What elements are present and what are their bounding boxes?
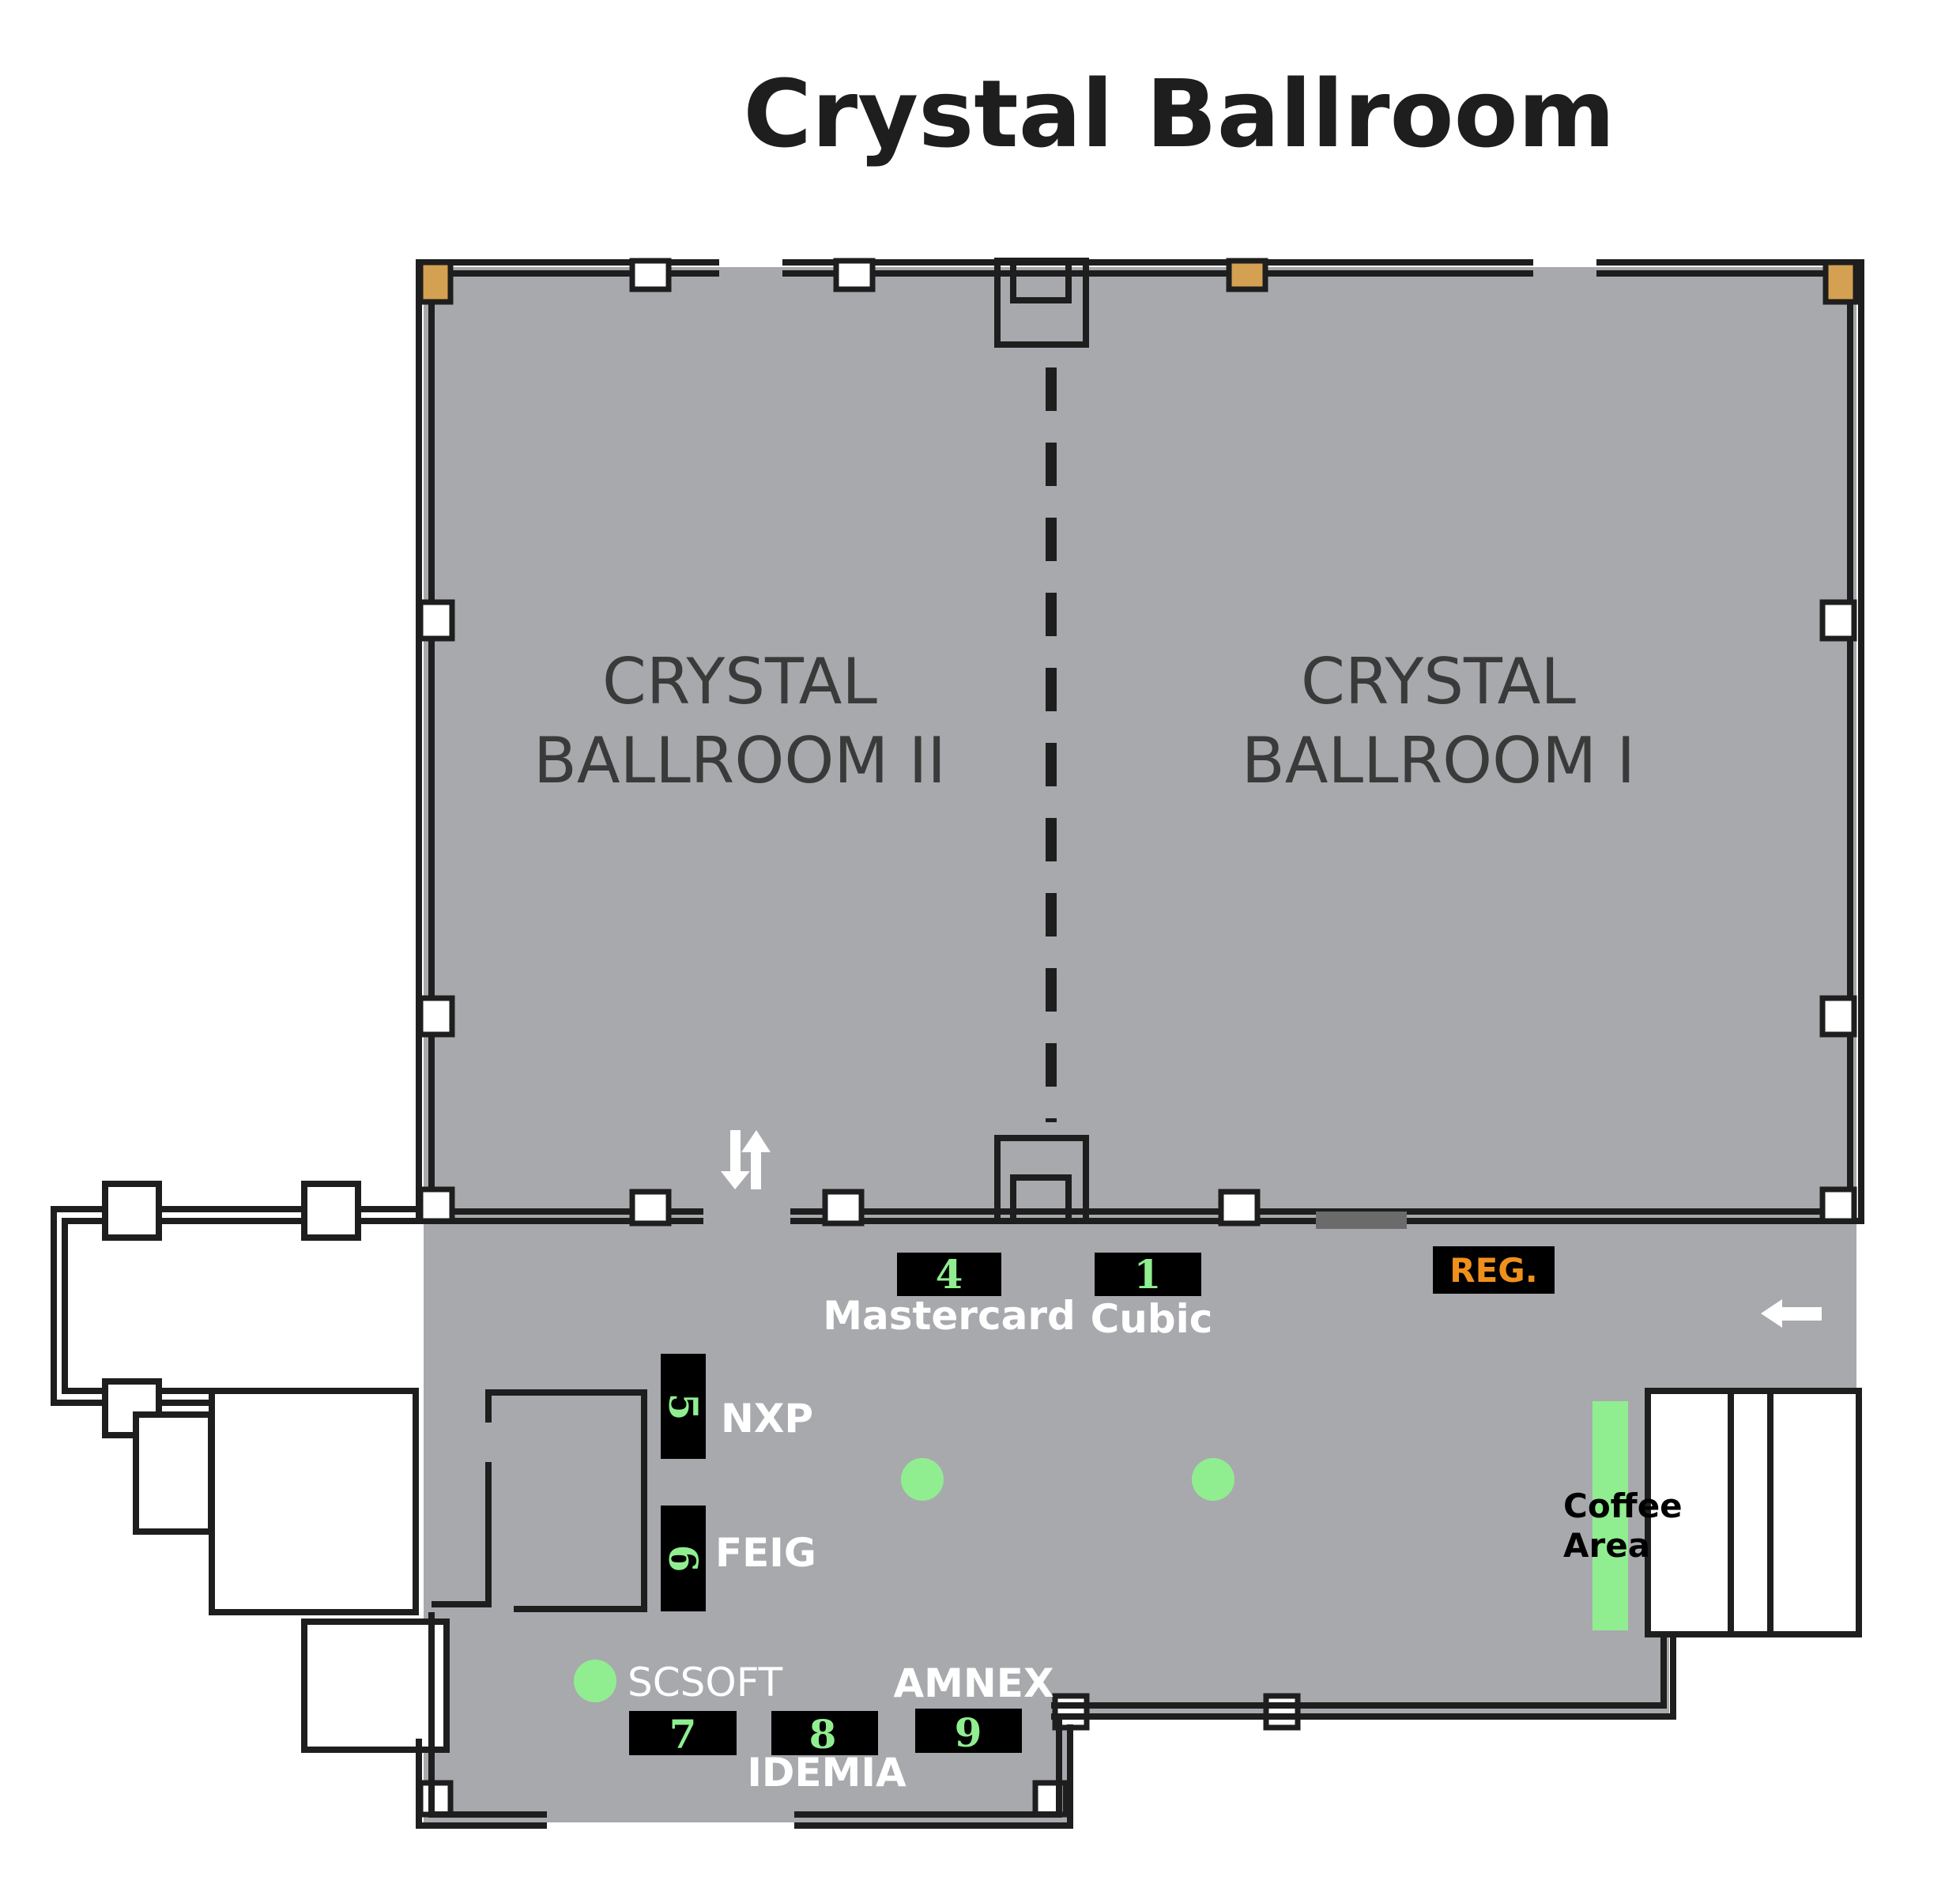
booth-number: 9 <box>955 1709 982 1756</box>
exhibitor-label: NXP <box>721 1396 813 1441</box>
up-down-arrows-icon <box>721 1130 771 1189</box>
booth-4[interactable]: 4 Mastercard <box>823 1251 1076 1339</box>
booth-number: 4 <box>936 1251 963 1298</box>
map-title: Crystal Ballroom <box>743 59 1615 168</box>
south-walls <box>416 1612 1676 1829</box>
booth-7[interactable]: 7 SCSOFT <box>628 1660 783 1758</box>
room-ballroom-i[interactable]: CRYSTAL BALLROOM I <box>1242 645 1635 797</box>
coffee-area[interactable]: Coffee Area <box>1563 1401 1683 1630</box>
exhibitor-label: SCSOFT <box>628 1660 783 1705</box>
ballroom-i-label-line2: BALLROOM I <box>1242 724 1635 797</box>
exhibitor-label: Cubic <box>1091 1296 1213 1342</box>
booth-9[interactable]: 9 AMNEX <box>893 1660 1054 1756</box>
service-rooms <box>1645 1388 1862 1637</box>
booth-number: 8 <box>809 1711 837 1758</box>
exhibitor-label: IDEMIA <box>747 1750 906 1796</box>
booth-5[interactable]: 5 NXP <box>660 1354 813 1459</box>
exhibitor-label: FEIG <box>715 1530 816 1576</box>
booth-1[interactable]: 1 Cubic <box>1091 1251 1213 1342</box>
exhibitor-label: Mastercard <box>823 1293 1076 1339</box>
west-corridor <box>51 1181 647 1753</box>
ballroom-i-label-line1: CRYSTAL <box>1301 645 1576 718</box>
booth-6[interactable]: 6 FEIG <box>660 1506 816 1611</box>
ballroom-walls <box>416 258 1864 1224</box>
booth-number: 6 <box>660 1545 707 1573</box>
exhibitor-label: AMNEX <box>893 1660 1054 1706</box>
room-ballroom-ii[interactable]: CRYSTAL BALLROOM II <box>533 645 946 797</box>
booth-number: 7 <box>669 1711 697 1758</box>
booth-number: 5 <box>660 1393 707 1421</box>
booth-8[interactable]: 8 IDEMIA <box>747 1711 906 1796</box>
round-table-icon <box>901 1458 944 1501</box>
coffee-area-label-line1: Coffee <box>1563 1487 1683 1525</box>
floor-area <box>424 267 1856 1822</box>
registration-label: REG. <box>1449 1251 1537 1290</box>
round-table-icon <box>1192 1458 1234 1501</box>
wall-pillars <box>417 258 1859 1818</box>
booth-number: 1 <box>1134 1251 1162 1298</box>
registration-desk[interactable]: REG. <box>1433 1246 1555 1294</box>
arrow-left-icon <box>1761 1299 1822 1328</box>
ballroom-ii-label-line1: CRYSTAL <box>602 645 877 718</box>
round-table-icon <box>574 1660 616 1702</box>
coffee-area-label-line2: Area <box>1563 1526 1650 1565</box>
ballroom-ii-label-line2: BALLROOM II <box>533 724 946 797</box>
registration-door <box>1316 1212 1407 1229</box>
